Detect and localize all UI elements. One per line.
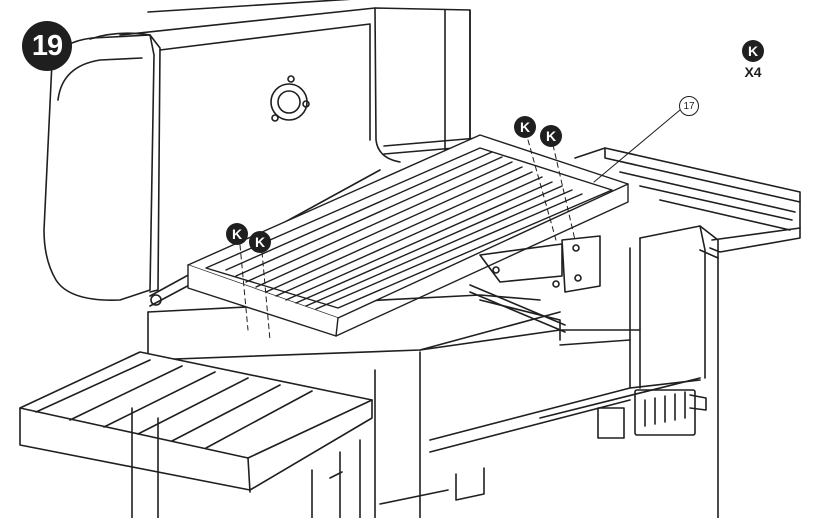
screw-marker: K bbox=[249, 231, 271, 253]
left-side-shelf bbox=[19, 351, 373, 518]
right-side-shelf bbox=[574, 147, 801, 253]
part-callout: 17 bbox=[679, 96, 699, 116]
lid-side-panel bbox=[43, 32, 161, 301]
screw-marker: K bbox=[514, 116, 536, 138]
screw-marker: K bbox=[540, 125, 562, 147]
step-number-badge: 19 bbox=[22, 21, 72, 71]
warming-rack bbox=[187, 134, 629, 337]
screw-marker: K bbox=[226, 223, 248, 245]
thermometer-icon bbox=[270, 75, 310, 122]
grill-lid bbox=[119, 0, 471, 231]
hardware-legend: K X4 bbox=[735, 40, 771, 80]
callout-leader-line bbox=[593, 109, 681, 183]
screw-guide-lines bbox=[239, 139, 576, 341]
firebox-body bbox=[147, 225, 719, 518]
cabinet-vents bbox=[131, 389, 707, 518]
hardware-quantity: X4 bbox=[744, 64, 762, 80]
burner-bracket bbox=[469, 235, 601, 333]
hardware-k-badge: K bbox=[742, 40, 764, 62]
